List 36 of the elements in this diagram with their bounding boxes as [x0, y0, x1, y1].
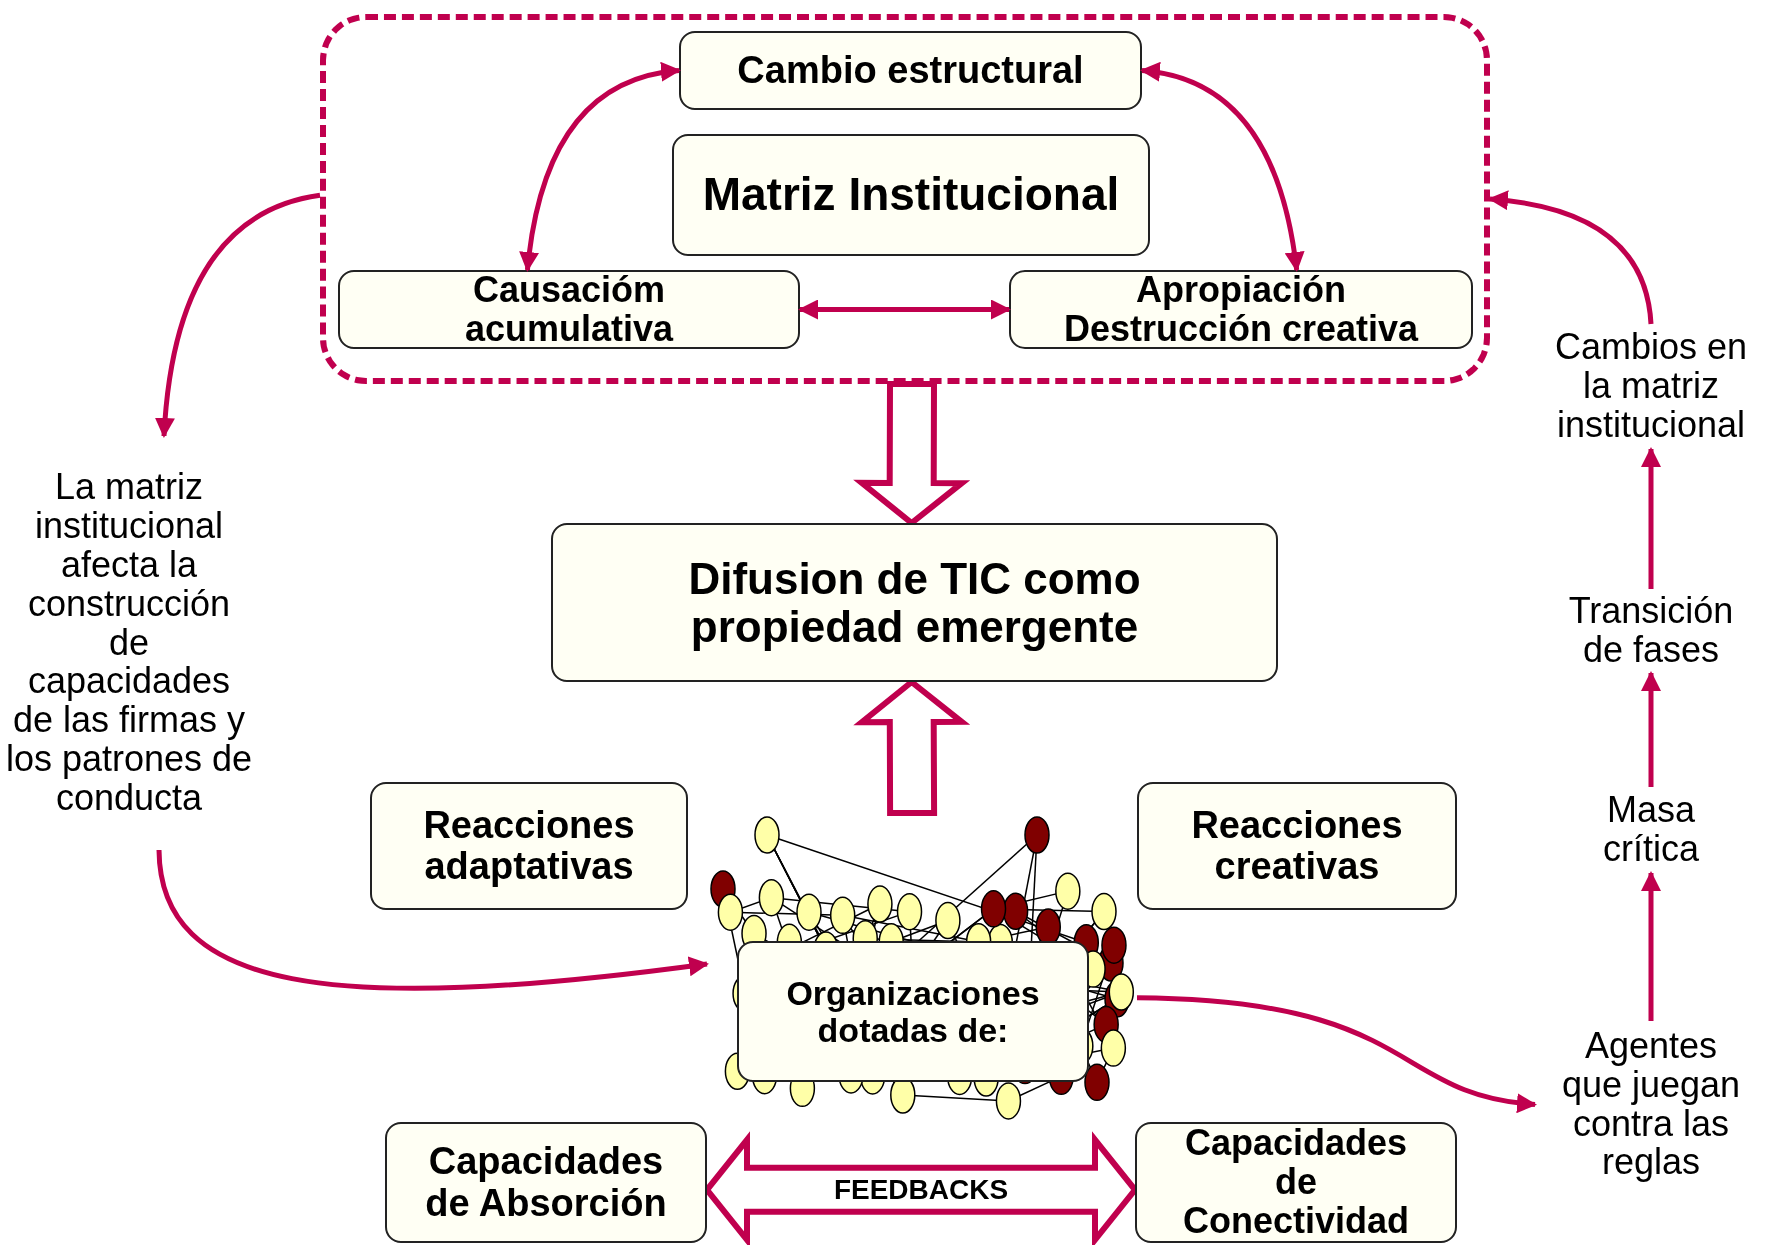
- arrow: [1641, 671, 1661, 787]
- box-label: Reacciones adaptativas: [422, 804, 636, 888]
- rounded-box: [551, 523, 1278, 682]
- rounded-box: [385, 1122, 707, 1243]
- dashed-group-frame: [320, 14, 1490, 384]
- box-label: Apropiación Destrucción creativa: [1062, 270, 1420, 349]
- rounded-box: [338, 270, 800, 349]
- arrow: [1641, 871, 1661, 1021]
- box-label: Organizaciones dotadas de:: [785, 974, 1041, 1049]
- arrow: [519, 62, 681, 272]
- annotation-text: La matriz institucional afecta la construcción de capacidades de las firmas y los patrones de conducta: [4, 468, 254, 818]
- box-label: Cambio estructural: [737, 50, 1084, 91]
- arrow: [798, 299, 1011, 320]
- arrow: [155, 192, 321, 438]
- rounded-box: [1135, 1122, 1457, 1243]
- rounded-box: [737, 941, 1089, 1082]
- box-label: Matriz Institucional: [702, 170, 1120, 220]
- arrow: [156, 849, 709, 991]
- annotation-text: Transición de fases: [1567, 592, 1735, 670]
- box-label: Capacidades de Conectividad: [1181, 1124, 1410, 1241]
- box-label: Capacidades de Absorción: [424, 1141, 668, 1224]
- box-label: Reacciones creativas: [1190, 804, 1404, 888]
- arrow: [1488, 190, 1654, 325]
- arrow: [1140, 62, 1304, 272]
- box-label: Causacióm acumulativa: [463, 270, 675, 349]
- rounded-box: [1137, 782, 1457, 910]
- rounded-box: [1009, 270, 1473, 349]
- rounded-box: [679, 31, 1142, 110]
- box-label: Difusion de TIC como propiedad emergente: [687, 555, 1142, 650]
- rounded-box: [672, 134, 1150, 256]
- arrow: [1641, 447, 1661, 589]
- annotation-text: Cambios en la matriz institucional: [1553, 328, 1749, 445]
- annotation-text: Agentes que juegan contra las reglas: [1560, 1026, 1742, 1183]
- rounded-box: [370, 782, 688, 910]
- annotation-text: Masa crítica: [1602, 791, 1700, 869]
- arrow: [1136, 995, 1537, 1113]
